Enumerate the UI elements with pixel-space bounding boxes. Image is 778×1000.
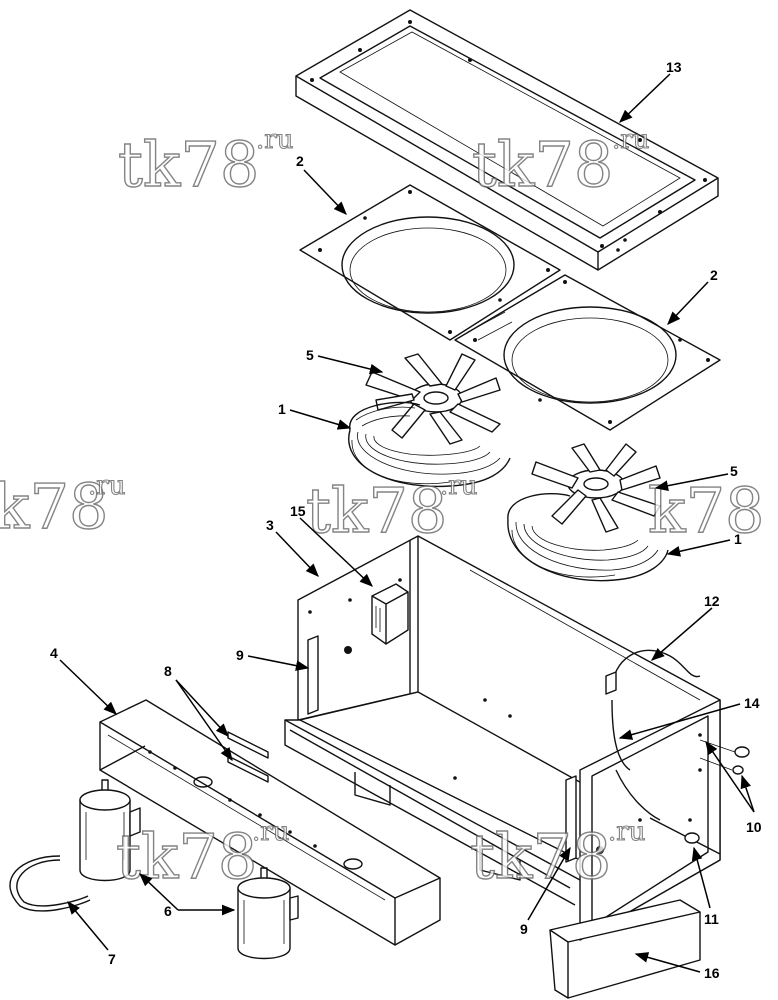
bracket-left-part-9 bbox=[307, 635, 319, 715]
fan-blade-lower-part-5 bbox=[531, 443, 661, 533]
callout-6: 6 bbox=[164, 903, 172, 919]
watermark-2: tk78 .ru bbox=[471, 124, 650, 201]
watermark-1: tk78 .ru bbox=[117, 124, 294, 201]
callout-16: 16 bbox=[704, 965, 720, 981]
watermark-4: tk78 .ru bbox=[305, 470, 478, 547]
svg-text:tk78: tk78 bbox=[116, 820, 257, 893]
fan-guard-upper-part-1 bbox=[348, 401, 511, 488]
control-box-part-15 bbox=[371, 583, 409, 645]
callout-4: 4 bbox=[50, 645, 58, 661]
callout-2-left: 2 bbox=[296, 153, 304, 169]
callout-labels: 13 2 2 5 1 5 1 15 3 12 9 4 8 14 10 11 9 … bbox=[50, 59, 762, 981]
svg-text:k78: k78 bbox=[0, 470, 108, 543]
callout-10: 10 bbox=[746, 819, 762, 835]
callout-12: 12 bbox=[704, 593, 720, 609]
svg-text:k78: k78 bbox=[648, 474, 764, 547]
svg-text:tk78: tk78 bbox=[472, 128, 613, 201]
svg-text:tk78: tk78 bbox=[470, 820, 611, 893]
motor-right-part-6 bbox=[237, 867, 299, 960]
svg-text:tk78: tk78 bbox=[306, 474, 447, 547]
callout-8: 8 bbox=[164, 663, 172, 679]
bracket-right-part-9 bbox=[565, 775, 577, 863]
svg-text:.ru: .ru bbox=[256, 125, 293, 155]
watermark-6: tk78 .ru bbox=[115, 816, 290, 893]
stud-bolt-part-11 bbox=[649, 817, 721, 855]
watermark-7: tk78 .ru bbox=[469, 816, 646, 893]
callout-7: 7 bbox=[108, 951, 116, 967]
motor-left-part-6 bbox=[79, 779, 141, 882]
top-frame-part-13 bbox=[295, 9, 719, 271]
watermark-5: k78 bbox=[647, 473, 765, 547]
callout-15: 15 bbox=[290, 503, 306, 519]
callout-1-lower: 1 bbox=[734, 531, 742, 547]
leader-lines bbox=[59, 73, 755, 973]
callout-5-upper: 5 bbox=[306, 347, 314, 363]
fan-guard-lower-part-1 bbox=[507, 493, 669, 582]
fan-blade-upper-part-5 bbox=[365, 353, 501, 445]
svg-text:.ru: .ru bbox=[252, 817, 289, 847]
wiring-harness-part-12 bbox=[605, 649, 701, 821]
svg-text:tk78: tk78 bbox=[118, 128, 259, 201]
main-housing-part-3 bbox=[284, 535, 721, 941]
motor-rail-part-4 bbox=[99, 699, 441, 946]
callout-1-upper: 1 bbox=[278, 401, 286, 417]
callout-3: 3 bbox=[266, 517, 274, 533]
callout-11: 11 bbox=[704, 911, 719, 927]
callout-13: 13 bbox=[666, 59, 682, 75]
callout-9-left: 9 bbox=[236, 647, 244, 663]
svg-text:.ru: .ru bbox=[608, 817, 645, 847]
callout-9-right: 9 bbox=[520, 921, 528, 937]
fan-shroud-plate-right-part-2 bbox=[454, 274, 721, 431]
hardware-part-10 bbox=[699, 739, 750, 775]
callout-14: 14 bbox=[744, 695, 760, 711]
svg-text:.ru: .ru bbox=[612, 125, 649, 155]
fan-shroud-plate-left-part-2 bbox=[299, 184, 561, 341]
bottom-cover-part-16 bbox=[549, 899, 701, 999]
svg-text:.ru: .ru bbox=[88, 471, 125, 501]
watermark-3: k78 .ru bbox=[0, 469, 126, 543]
wire-clip-part-7 bbox=[9, 855, 91, 912]
svg-text:.ru: .ru bbox=[440, 471, 477, 501]
callout-5-lower: 5 bbox=[730, 463, 738, 479]
callout-2-right: 2 bbox=[710, 267, 718, 283]
